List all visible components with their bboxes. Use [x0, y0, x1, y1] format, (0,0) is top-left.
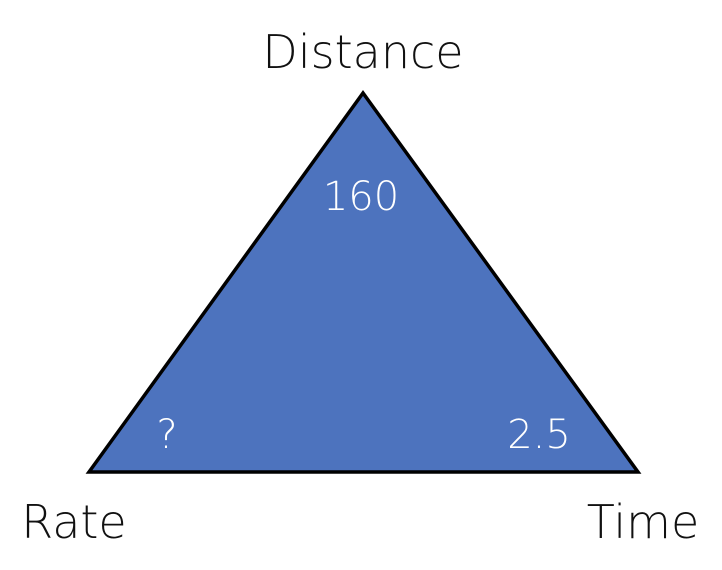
- rate-value: ?: [156, 412, 177, 458]
- drt-triangle: [85, 90, 642, 474]
- rate-label: Rate: [21, 495, 126, 549]
- distance-value: 160: [323, 174, 399, 220]
- time-value: 2.5: [507, 412, 571, 458]
- distance-label: Distance: [262, 25, 463, 79]
- time-label: Time: [587, 495, 700, 549]
